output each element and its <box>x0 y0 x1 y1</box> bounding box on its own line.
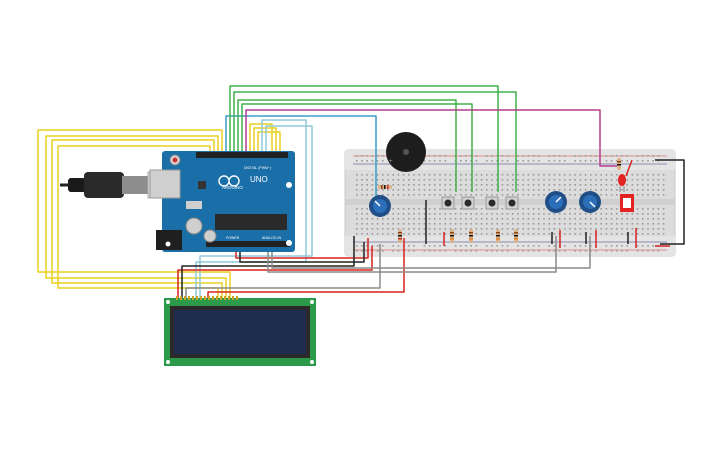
piezo-buzzer[interactable]: + <box>386 132 426 172</box>
lcd-screen <box>174 310 306 354</box>
wire-green <box>237 99 457 192</box>
potentiometers[interactable] <box>369 191 601 217</box>
potentiometer <box>369 195 391 217</box>
wire-yellow <box>253 127 277 152</box>
red-led[interactable] <box>618 174 626 192</box>
wire-yellow <box>45 135 227 298</box>
breadboard[interactable] <box>344 149 676 257</box>
slide-switch[interactable] <box>620 194 634 212</box>
resistor <box>514 229 518 243</box>
svg-text:+: + <box>389 159 393 165</box>
wire-teal <box>225 115 377 198</box>
arduino-brand-text: ARDUINO <box>222 185 243 190</box>
wire-lightblue <box>195 119 307 298</box>
wire-black <box>655 159 685 245</box>
lcd-pin-header <box>176 296 238 300</box>
wire-yellow <box>257 131 281 152</box>
analog-header-label: ANALOG IN <box>262 236 282 240</box>
wire-gray <box>267 236 557 273</box>
arduino-uno-board[interactable]: ARDUINO UNO DIGITAL (PWM~) POWER ANALOG … <box>149 151 295 252</box>
push-button <box>441 196 455 210</box>
resistor <box>398 229 402 243</box>
resistor <box>378 185 392 189</box>
wire-yellow <box>37 129 231 298</box>
wire-yellow <box>57 145 219 298</box>
arduino-logo-icon <box>218 175 240 187</box>
wire-green <box>233 91 517 192</box>
resistor <box>496 229 500 243</box>
wire-green <box>241 103 473 192</box>
wire-yellow <box>249 123 273 152</box>
potentiometer <box>579 191 601 213</box>
push-button <box>461 196 475 210</box>
wire-black <box>239 242 365 263</box>
wires <box>37 85 685 298</box>
resistor <box>469 229 473 243</box>
push-buttons[interactable] <box>441 196 519 210</box>
arduino-model-text: UNO <box>250 175 268 184</box>
wire-lightblue <box>199 125 313 298</box>
wire-magenta <box>245 109 618 167</box>
resistor <box>450 229 454 243</box>
resistor <box>617 158 621 170</box>
push-button <box>485 196 499 210</box>
potentiometer <box>545 191 567 213</box>
wire-jumper <box>625 159 633 177</box>
power-header-label: POWER <box>226 236 240 240</box>
wire-red <box>177 246 373 298</box>
lcd-display[interactable] <box>164 296 316 366</box>
wire-green <box>229 85 499 192</box>
wire-yellow <box>51 139 223 298</box>
wire-gray <box>271 236 591 269</box>
wire-red <box>207 238 405 298</box>
digital-header-label: DIGITAL (PWM~) <box>244 166 271 170</box>
wire-gray <box>185 244 381 298</box>
push-button <box>505 196 519 210</box>
resistors[interactable] <box>378 158 621 243</box>
